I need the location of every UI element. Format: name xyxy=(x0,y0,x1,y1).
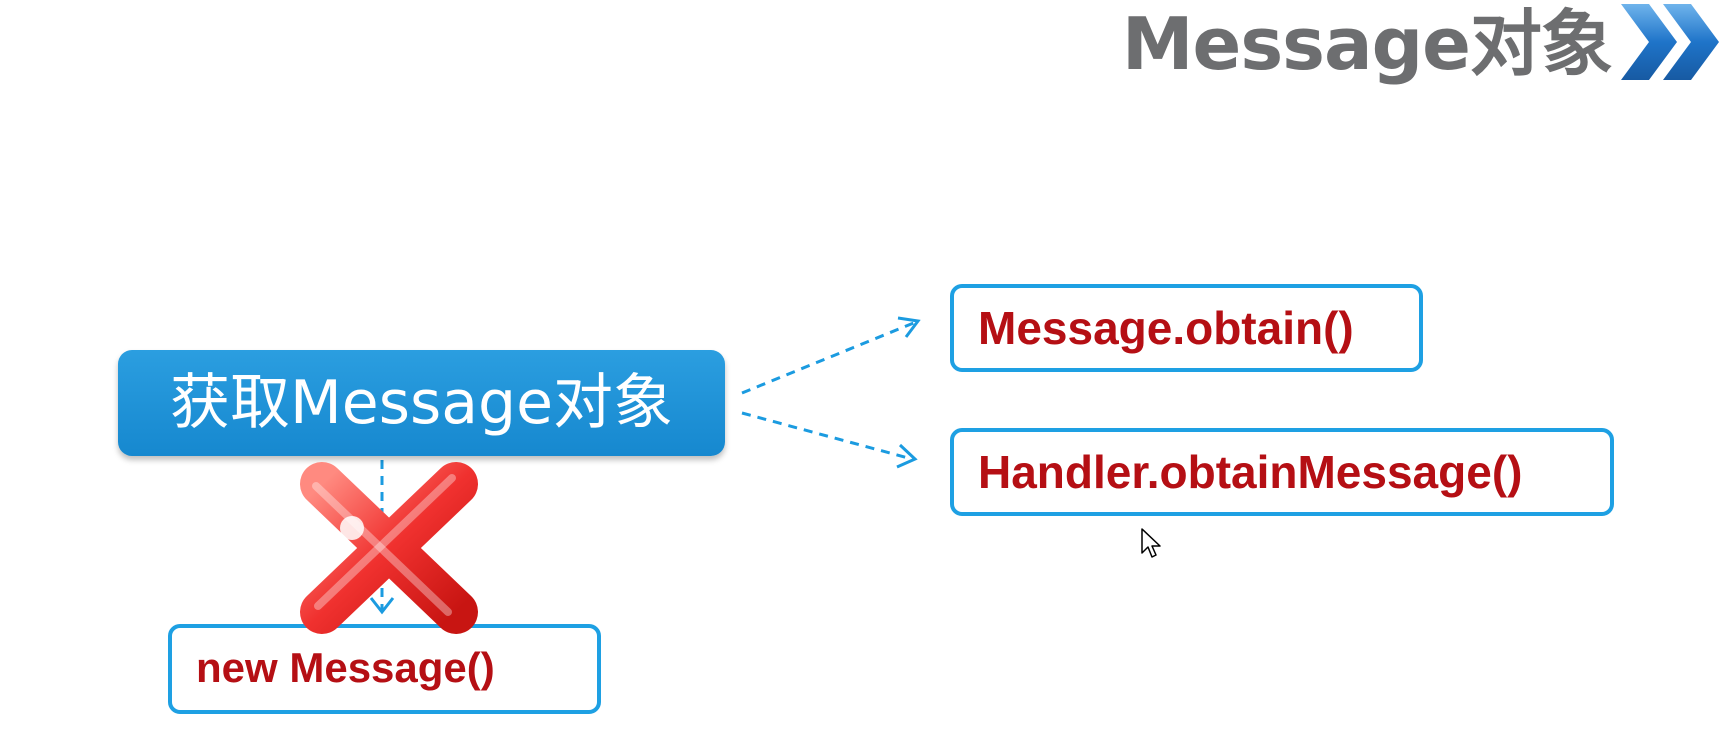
dashed-arrow-to-new-message xyxy=(369,460,395,615)
get-message-object-box: 获取Message对象 xyxy=(118,350,725,456)
dashed-arrow-to-handler xyxy=(741,411,918,469)
new-message-box: new Message() xyxy=(168,624,601,714)
mouse-cursor-icon xyxy=(1141,528,1161,558)
message-obtain-box: Message.obtain() xyxy=(950,284,1423,372)
dashed-arrow-to-obtain xyxy=(741,316,921,395)
handler-obtain-message-box: Handler.obtainMessage() xyxy=(950,428,1614,516)
double-chevron-right-icon xyxy=(1621,4,1719,80)
slide-title: Message对象 xyxy=(1121,2,1613,86)
